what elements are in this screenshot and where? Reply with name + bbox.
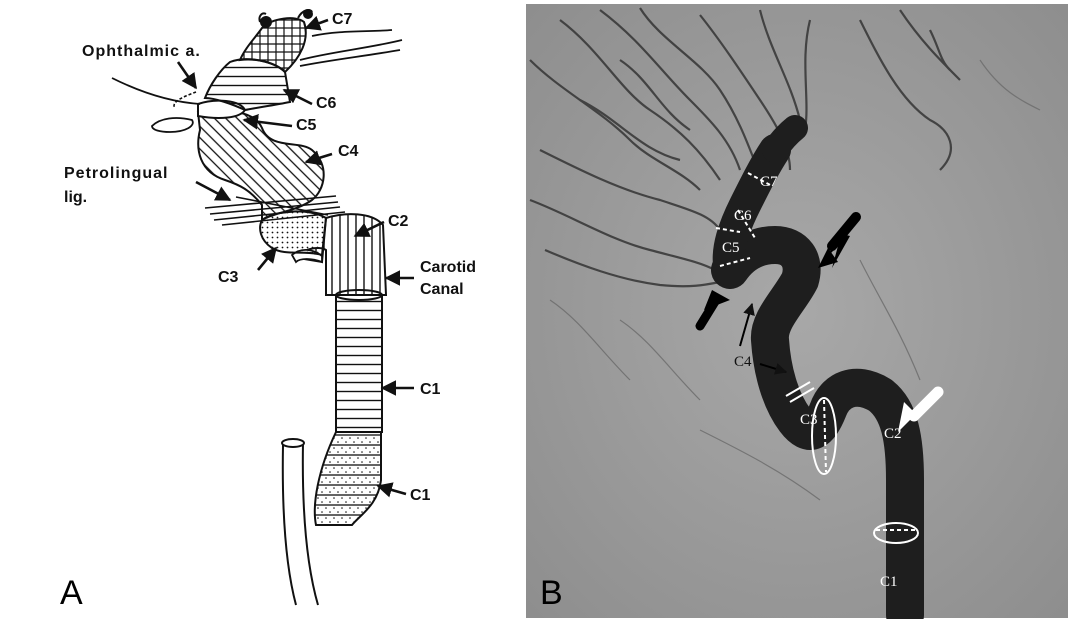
label-b-c6: C6 — [734, 208, 752, 224]
label-b-c4: C4 — [734, 354, 752, 370]
label-b-c5: C5 — [722, 240, 740, 256]
panel-b-letter: B — [540, 574, 563, 612]
panel-b-angiogram: C7 C6 C5 C4 C3 C2 C1 B — [526, 4, 1068, 618]
common-carotid-trunk — [283, 445, 296, 605]
label-a-carotid: Carotid — [420, 259, 476, 276]
label-a-c1-upper: C1 — [420, 381, 441, 398]
c1-upper-segment — [336, 295, 382, 432]
label-b-c2: C2 — [884, 426, 902, 442]
label-b-c7: C7 — [760, 174, 778, 190]
label-a-lig: lig. — [64, 189, 87, 206]
label-a-c4: C4 — [338, 143, 359, 160]
label-a-c5: C5 — [296, 117, 317, 134]
label-a-c3: C3 — [218, 269, 239, 286]
label-a-c1-lower: C1 — [410, 487, 431, 504]
label-a-ophthalmic: Ophthalmic a. — [82, 43, 201, 60]
panel-a-schematic: C7 Ophthalmic a. C6 C5 C4 Petrolingual l… — [60, 9, 476, 612]
label-a-c2: C2 — [388, 213, 409, 230]
label-a-canal: Canal — [420, 281, 464, 298]
label-a-c7: C7 — [332, 11, 353, 28]
panel-a-letter: A — [60, 574, 83, 612]
c1-lower-segment — [315, 432, 381, 525]
label-a-c6: C6 — [316, 95, 337, 112]
label-b-c3: C3 — [800, 412, 818, 428]
label-b-c1: C1 — [880, 574, 898, 590]
label-a-petrolingual: Petrolingual — [64, 165, 168, 182]
ophthalmic-artery — [112, 78, 200, 104]
